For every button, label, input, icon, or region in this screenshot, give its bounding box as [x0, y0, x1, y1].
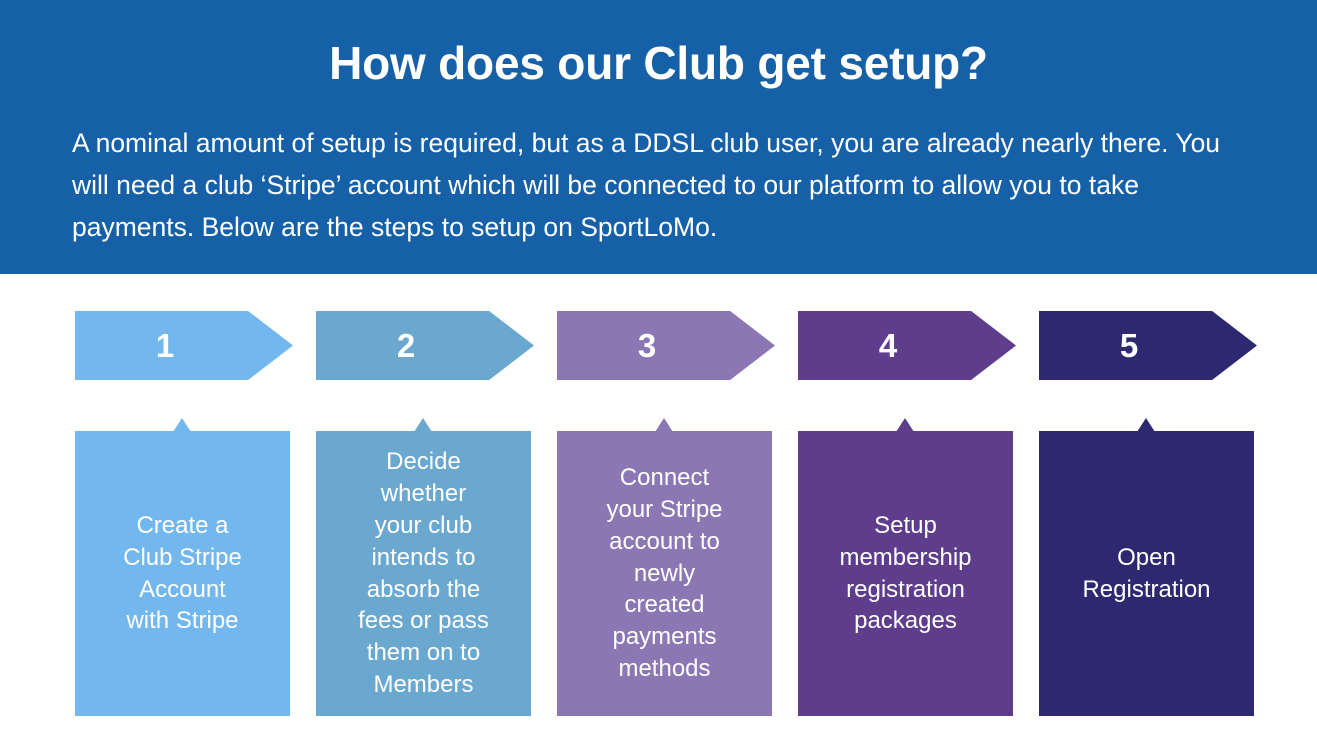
step-5-label: Open Registration — [1082, 543, 1211, 603]
step-4: 4 Setup membership registration packages — [798, 274, 1039, 741]
step-5-pointer-icon — [1137, 418, 1155, 432]
step-5-arrow[interactable]: 5 — [1039, 311, 1257, 380]
header-description: A nominal amount of setup is required, b… — [72, 128, 1221, 242]
step-3-label: Connect your Stripe account to newly cre… — [606, 464, 723, 682]
header-banner: How does our Club get setup? A nominal a… — [0, 0, 1317, 274]
step-3: 3 Connect your Stripe account to newly c… — [557, 274, 798, 741]
step-4-label: Setup membership registration packages — [839, 511, 972, 635]
step-2-pointer-icon — [414, 418, 432, 432]
step-5-number: 5 — [1119, 327, 1139, 364]
step-5-box[interactable]: Open Registration — [1039, 431, 1254, 716]
step-1: 1 Create a Club Stripe Account with Stri… — [75, 274, 316, 741]
step-4-arrow[interactable]: 4 — [798, 311, 1016, 380]
step-3-box[interactable]: Connect your Stripe account to newly cre… — [557, 431, 772, 716]
step-3-arrow[interactable]: 3 — [557, 311, 775, 380]
process-steps: 1 Create a Club Stripe Account with Stri… — [0, 274, 1317, 741]
step-3-number: 3 — [637, 327, 657, 364]
step-1-pointer-icon — [173, 418, 191, 432]
step-1-box[interactable]: Create a Club Stripe Account with Stripe — [75, 431, 290, 716]
step-4-number: 4 — [878, 327, 898, 364]
step-4-pointer-icon — [896, 418, 914, 432]
step-5: 5 Open Registration — [1039, 274, 1280, 741]
step-1-arrow[interactable]: 1 — [75, 311, 293, 380]
step-4-box[interactable]: Setup membership registration packages — [798, 431, 1013, 716]
step-3-pointer-icon — [655, 418, 673, 432]
step-2-box[interactable]: Decide whether your club intends to abso… — [316, 431, 531, 716]
step-2-arrow[interactable]: 2 — [316, 311, 534, 380]
step-2: 2 Decide whether your club intends to ab… — [316, 274, 557, 741]
step-2-label: Decide whether your club intends to abso… — [358, 448, 489, 698]
step-1-label: Create a Club Stripe Account with Stripe — [123, 511, 242, 635]
step-2-number: 2 — [396, 327, 416, 364]
page-title: How does our Club get setup? — [329, 37, 988, 89]
step-1-number: 1 — [155, 327, 175, 364]
